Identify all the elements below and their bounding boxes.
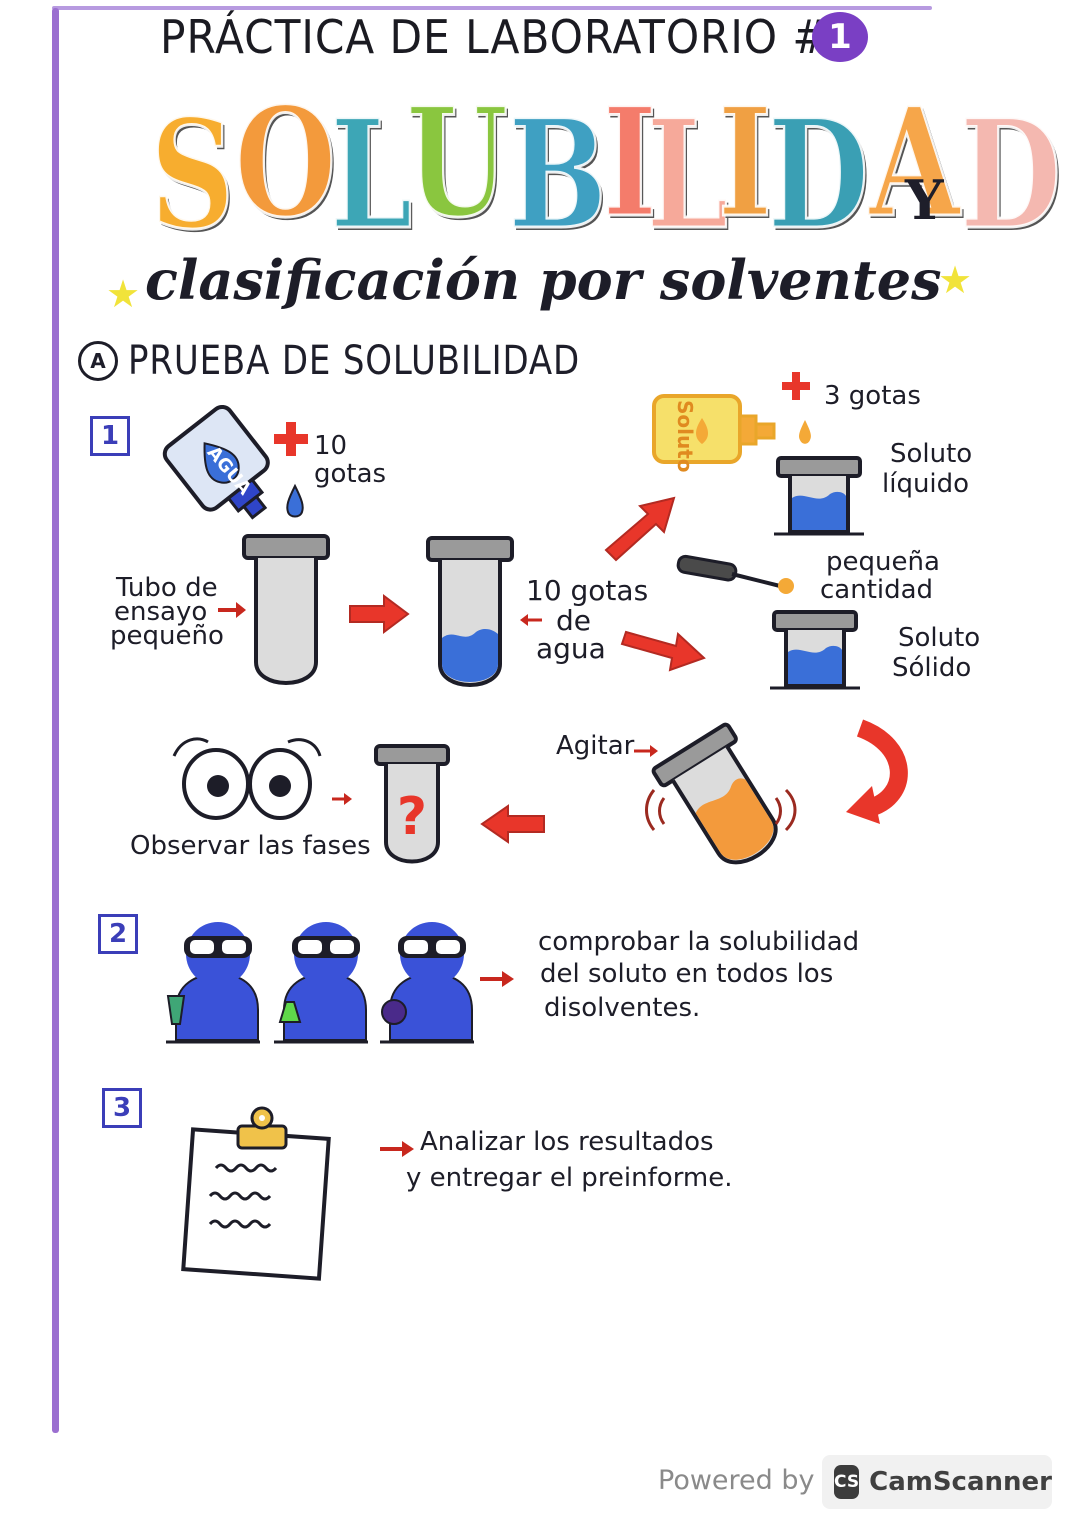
section-a-heading: A PRUEBA DE SOLUBILIDAD: [78, 338, 660, 384]
step-2-text-line-1: comprobar la solubilidad: [538, 927, 860, 957]
section-a-badge: A: [78, 341, 118, 381]
powered-by-text: Powered by: [658, 1465, 815, 1496]
shaking-tube-icon: [645, 722, 797, 865]
title-letter: S: [149, 87, 236, 263]
svg-text:Soluto: Soluto: [673, 400, 697, 473]
spatula-icon: [676, 554, 794, 594]
title-letter: D: [767, 87, 871, 263]
water-drop-icon: [286, 483, 304, 518]
title-letter: A: [868, 75, 961, 251]
water-test-tube-icon: [426, 536, 514, 687]
water-label-line-1: 10 gotas: [526, 574, 649, 607]
water-bottle-label: AGUA: [203, 442, 256, 499]
question-test-tube-icon: ?: [374, 744, 450, 864]
step-3-text-line-1: Analizar los resultados: [420, 1127, 714, 1157]
step-3-text-line-2: y entregar el preinforme.: [406, 1163, 733, 1193]
small-arrow-left-icon: [520, 614, 542, 626]
star-icon: ★: [938, 258, 973, 302]
empty-test-tube-icon: [242, 534, 330, 685]
title-letter: I: [716, 75, 773, 251]
star-icon: ★: [106, 272, 141, 316]
water-label-line-2: de: [556, 604, 591, 637]
tube-label-line-1: Tubo de: [116, 573, 218, 603]
solute-bottle-icon: Soluto: [652, 394, 776, 473]
small-amount-line-2: cantidad: [820, 575, 934, 605]
title-letter: I: [601, 75, 658, 251]
tube-label-line-3: pequeño: [110, 621, 224, 651]
arrow-up-right-icon: [604, 496, 676, 562]
practice-number-badge: 1: [812, 12, 868, 62]
title-conjunction: Y: [905, 168, 944, 232]
small-arrow-icon: [218, 602, 246, 618]
svg-text:?: ?: [397, 787, 427, 847]
curved-arrow-icon: [846, 719, 908, 824]
title-letter: O: [233, 75, 337, 251]
solid-solute-tube-icon: [770, 610, 860, 690]
liquid-solute-tube-icon: [774, 456, 864, 536]
camscanner-logo-icon: CS: [834, 1465, 860, 1499]
small-arrow-icon: [480, 971, 514, 987]
small-amount-line-1: pequeña: [826, 547, 940, 577]
tube-label-line-2: ensayo: [114, 597, 208, 627]
solute-drop-icon: [799, 420, 811, 444]
page-margin-line: [52, 8, 59, 1433]
water-bottle-icon: [162, 404, 270, 520]
arrow-left-icon: [480, 804, 545, 844]
scientists-icon: [166, 922, 474, 1044]
water-label-line-3: agua: [536, 632, 606, 665]
title-letter: D: [959, 87, 1063, 263]
practice-title: PRÁCTICA DE LABORATORIO #: [160, 10, 829, 64]
step-1-badge: 1: [90, 416, 130, 456]
clipboard-icon: [181, 1106, 331, 1281]
drops-unit: gotas: [314, 459, 387, 489]
section-a-title: PRUEBA DE SOLUBILIDAD: [128, 338, 581, 384]
camscanner-badge[interactable]: CS CamScanner: [822, 1455, 1052, 1509]
small-arrow-icon: [380, 1141, 414, 1157]
step-3-badge: 3: [102, 1088, 142, 1128]
arrow-down-right-icon: [620, 630, 706, 672]
solute-drops: 3 gotas: [824, 381, 921, 411]
shake-label: Agitar: [556, 731, 635, 761]
title-letter: L: [329, 87, 414, 263]
small-arrow-icon: [332, 793, 352, 805]
solid-solute-line-1: Soluto: [898, 623, 981, 653]
drops-count: 10: [314, 431, 348, 461]
arrow-right-icon: [349, 594, 410, 634]
eyes-icon: [172, 737, 322, 820]
camscanner-brand-name: CamScanner: [869, 1467, 1052, 1497]
step-2-text-line-3: disolventes.: [544, 993, 701, 1023]
plus-icon: [274, 422, 308, 456]
subtitle: clasificación por solventes: [145, 248, 942, 312]
title-letter: U: [405, 75, 509, 251]
solid-solute-line-2: Sólido: [892, 653, 972, 683]
title-letter: B: [507, 87, 608, 263]
page-top-border: [52, 6, 932, 10]
title-letter: L: [645, 87, 730, 263]
liquid-solute-line-2: líquido: [882, 469, 970, 499]
plus-icon: [782, 372, 810, 400]
step-2-badge: 2: [98, 914, 138, 954]
liquid-solute-line-1: Soluto: [890, 439, 973, 469]
observe-label: Observar las fases: [130, 831, 371, 861]
small-arrow-icon: [634, 745, 658, 757]
step-2-text-line-2: del soluto en todos los: [540, 959, 834, 989]
